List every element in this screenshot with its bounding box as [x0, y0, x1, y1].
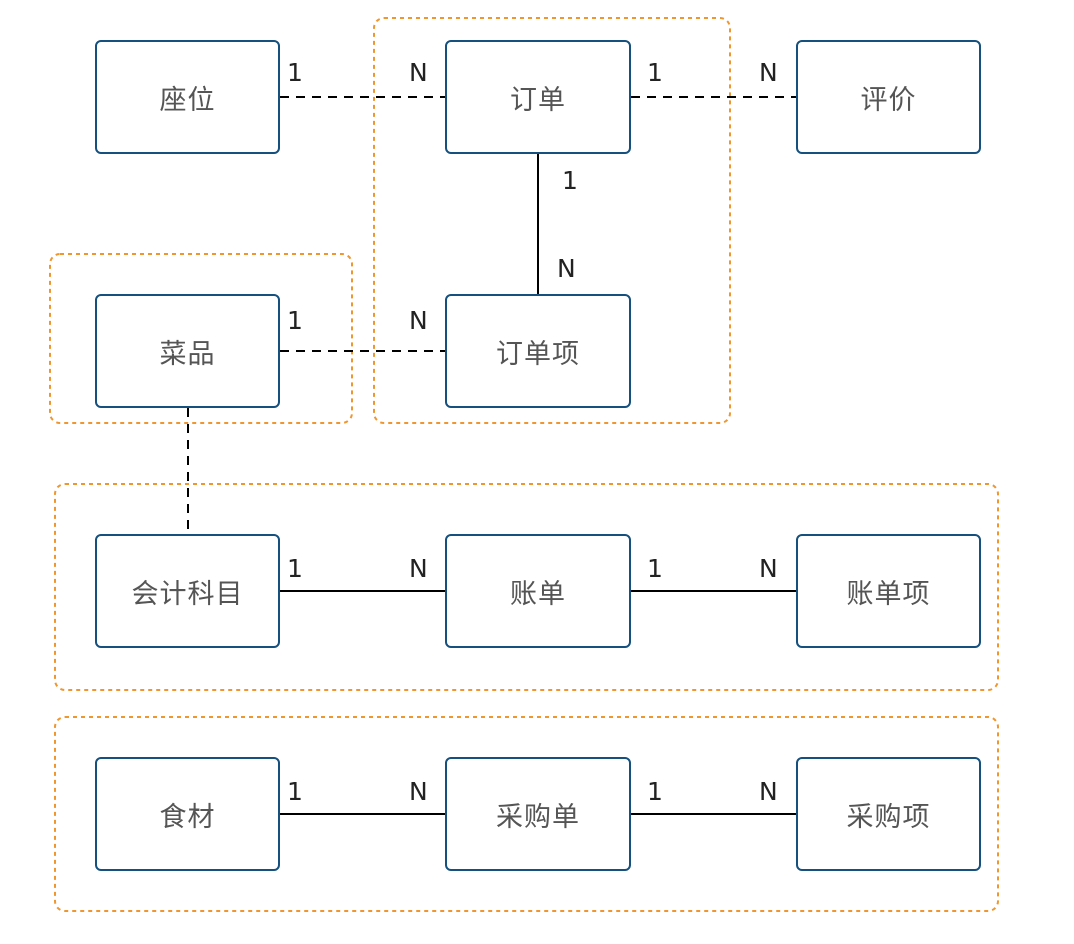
card-bill-billitem-from: 1 — [647, 554, 663, 583]
group-purchasing-aggregate — [54, 716, 999, 912]
group-accounting-aggregate — [54, 483, 999, 691]
card-ingredient-purchaseorder-from: 1 — [287, 777, 303, 806]
card-order-review-to: N — [759, 58, 778, 87]
card-dish-orderitem-from: 1 — [287, 306, 303, 335]
entity-purchase-order: 采购单 — [445, 757, 631, 871]
card-dish-orderitem-to: N — [409, 306, 428, 335]
card-account-bill-from: 1 — [287, 554, 303, 583]
card-purchaseorder-purchaseitem-to: N — [759, 777, 778, 806]
entity-dish: 菜品 — [95, 294, 280, 408]
entity-account: 会计科目 — [95, 534, 280, 648]
group-dish-aggregate — [49, 253, 353, 424]
card-order-orderitem-to: N — [557, 254, 576, 283]
card-ingredient-purchaseorder-to: N — [409, 777, 428, 806]
entity-order: 订单 — [445, 40, 631, 154]
entity-bill-item: 账单项 — [796, 534, 981, 648]
entity-review: 评价 — [796, 40, 981, 154]
entity-bill: 账单 — [445, 534, 631, 648]
card-seat-order-to: N — [409, 58, 428, 87]
card-seat-order-from: 1 — [287, 58, 303, 87]
card-purchaseorder-purchaseitem-from: 1 — [647, 777, 663, 806]
entity-seat: 座位 — [95, 40, 280, 154]
card-order-review-from: 1 — [647, 58, 663, 87]
card-bill-billitem-to: N — [759, 554, 778, 583]
group-order-aggregate — [373, 17, 731, 424]
card-order-orderitem-from: 1 — [562, 166, 578, 195]
entity-purchase-item: 采购项 — [796, 757, 981, 871]
entity-order-item: 订单项 — [445, 294, 631, 408]
entity-ingredient: 食材 — [95, 757, 280, 871]
card-account-bill-to: N — [409, 554, 428, 583]
